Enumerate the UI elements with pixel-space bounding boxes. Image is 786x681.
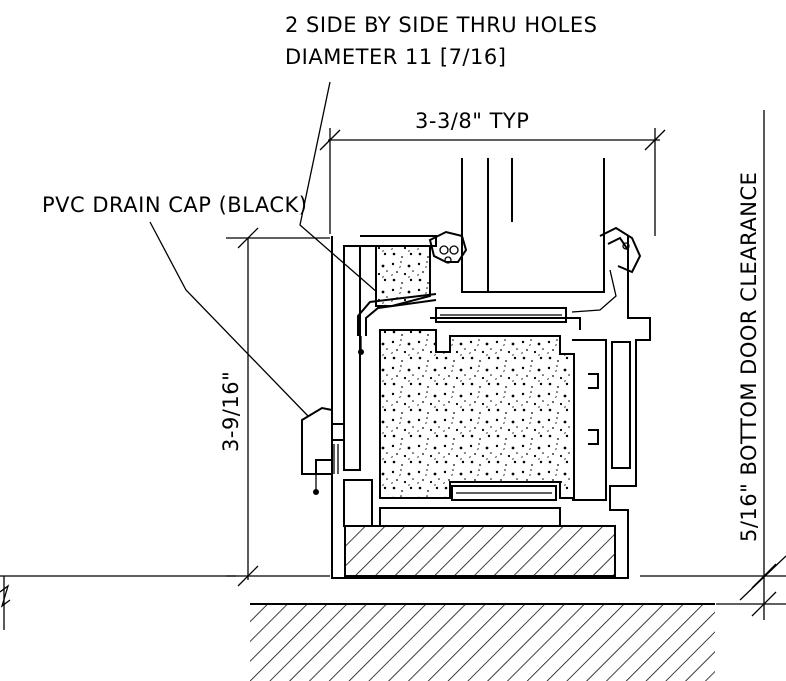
floor-slab — [250, 604, 715, 681]
height-dimension — [226, 227, 330, 587]
threshold-frame — [331, 235, 651, 579]
width-dimension — [319, 128, 666, 236]
pvc-drain-cap — [301, 406, 345, 495]
weatherstrip-left — [428, 230, 468, 264]
door-bottom-rail — [430, 307, 581, 501]
drain-cap-label: PVC DRAIN CAP (BLACK) — [42, 193, 308, 217]
height-dimension-label: 3-9/16" — [219, 371, 243, 452]
clearance-label: 5/16" BOTTOM DOOR CLEARANCE — [737, 172, 761, 542]
drain-cap-leader-line — [149, 221, 309, 417]
width-dimension-label: 3-3/8" TYP — [415, 109, 529, 133]
door-glass-stiles — [461, 158, 605, 293]
left-ground-line — [0, 575, 236, 630]
foam-core — [379, 329, 575, 499]
wood-sill-insert — [344, 525, 616, 577]
clearance-dimension — [640, 110, 786, 620]
holes-label-line2: DIAMETER 11 [7/16] — [285, 45, 506, 69]
upper-foam-insert — [375, 245, 431, 307]
holes-leader-line — [299, 81, 387, 301]
drain-channel — [357, 293, 437, 355]
weatherstrip-right — [571, 226, 642, 313]
holes-label-line1: 2 SIDE BY SIDE THRU HOLES — [285, 13, 597, 37]
